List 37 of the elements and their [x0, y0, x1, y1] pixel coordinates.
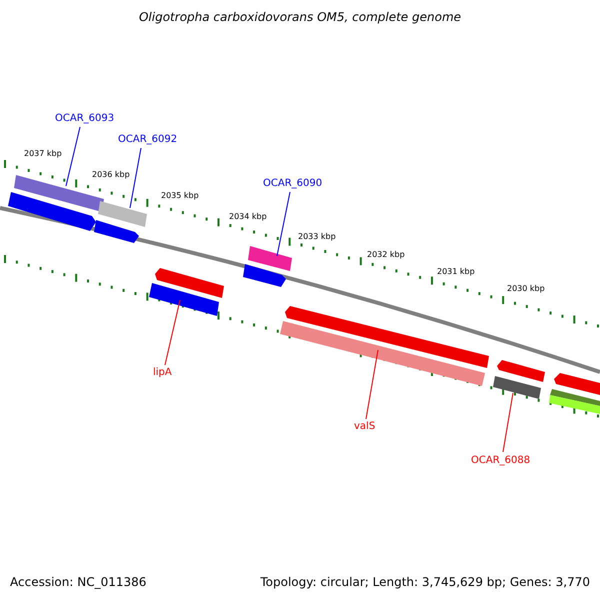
gene-feature	[8, 192, 96, 231]
accession-note: Accession: NC_011386	[10, 576, 146, 588]
gene-feature	[554, 373, 600, 395]
leader-line	[366, 350, 378, 420]
scale-label: 2032 kbp	[367, 251, 405, 259]
scale-label: 2031 kbp	[437, 268, 475, 276]
gene-label: valS	[354, 422, 376, 432]
gene-feature	[497, 360, 545, 382]
gene-label: OCAR_6093	[55, 114, 114, 124]
leader-line	[164, 300, 180, 366]
leader-line	[276, 192, 290, 256]
gene-feature	[280, 321, 485, 386]
scale-label: 2036 kbp	[92, 171, 130, 179]
gene-feature	[243, 264, 286, 287]
gene-feature	[94, 220, 139, 243]
gene-label: lipA	[153, 368, 172, 378]
gene-label: OCAR_6088	[471, 456, 530, 466]
gene-feature	[149, 283, 219, 316]
leader-line	[502, 392, 514, 452]
gene-label: OCAR_6090	[263, 179, 322, 189]
scale-label: 2033 kbp	[298, 233, 336, 241]
genome-summary-note: Topology: circular; Length: 3,745,629 bp; Genes: 3,770	[260, 576, 590, 588]
gene-feature	[248, 246, 292, 271]
gene-feature	[549, 395, 600, 414]
scale-label: 2030 kbp	[507, 285, 545, 293]
gene-feature	[98, 201, 147, 227]
scale-label: 2034 kbp	[229, 213, 267, 221]
leader-line	[130, 148, 142, 208]
gene-feature	[155, 268, 224, 298]
gene-feature	[550, 389, 600, 406]
gene-label: OCAR_6092	[118, 135, 178, 145]
diagram-title: Oligotropha carboxidovorans OM5, complete genome	[138, 11, 462, 23]
scale-label: 2035 kbp	[161, 192, 199, 200]
gene-feature	[493, 376, 541, 399]
gene-feature	[285, 306, 489, 368]
leader-line	[66, 126, 80, 186]
scale-label: 2037 kbp	[24, 150, 62, 158]
